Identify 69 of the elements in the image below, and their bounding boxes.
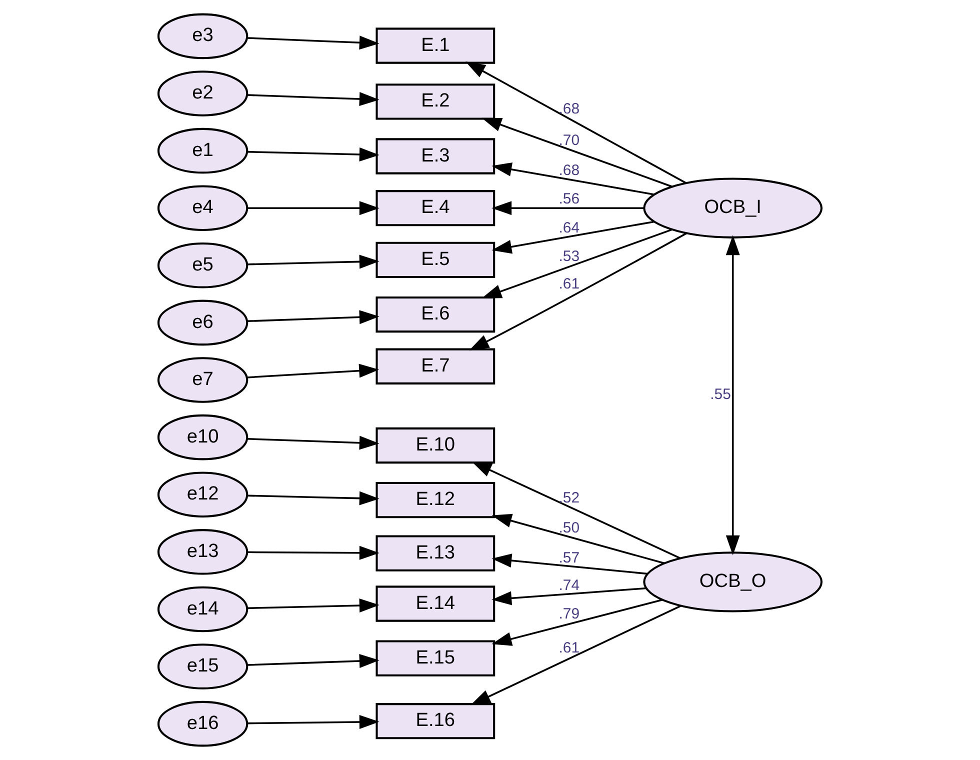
node-box: E.16 bbox=[376, 703, 496, 740]
node-ellipse: e2 bbox=[157, 70, 248, 116]
arrow bbox=[492, 201, 644, 216]
edge-label: .56 bbox=[558, 190, 580, 208]
edge-label: .50 bbox=[558, 520, 580, 537]
arrow bbox=[492, 554, 648, 575]
arrow bbox=[247, 436, 380, 450]
arrow bbox=[247, 147, 380, 162]
arrow bbox=[492, 514, 665, 564]
arrow bbox=[247, 310, 380, 324]
node-ellipse: e3 bbox=[157, 13, 248, 60]
node-box: E.10 bbox=[376, 427, 496, 464]
edge-label: .53 bbox=[558, 248, 580, 266]
arrow bbox=[492, 587, 646, 606]
node-ellipse: e6 bbox=[157, 300, 248, 346]
arrow bbox=[470, 605, 682, 706]
node-ellipse: e13 bbox=[157, 529, 248, 575]
node-ellipse: e16 bbox=[157, 700, 248, 747]
node-box: E.7 bbox=[376, 348, 496, 384]
node-box: E.3 bbox=[376, 138, 496, 174]
arrow bbox=[465, 62, 687, 184]
node-box: E.4 bbox=[376, 190, 496, 226]
node-box: E.13 bbox=[376, 535, 496, 572]
arrow bbox=[247, 546, 380, 560]
arrow bbox=[246, 364, 380, 378]
node-box: E.5 bbox=[376, 242, 496, 278]
arrow bbox=[492, 162, 654, 196]
node-box: E.1 bbox=[376, 28, 496, 64]
arrow bbox=[247, 92, 380, 106]
node-box: E.15 bbox=[376, 640, 496, 676]
edge-label: .52 bbox=[558, 490, 580, 507]
node-box: E.2 bbox=[376, 84, 496, 120]
edge-label: .64 bbox=[558, 219, 580, 236]
node-ellipse: OCB_O bbox=[643, 552, 823, 612]
arrow bbox=[469, 232, 688, 350]
edge-label: .70 bbox=[558, 132, 580, 150]
node-box: E.14 bbox=[376, 586, 496, 622]
node-box: E.12 bbox=[376, 482, 496, 518]
node-ellipse: e12 bbox=[157, 472, 248, 518]
edge-label: .68 bbox=[558, 100, 580, 118]
edge-label: .74 bbox=[558, 576, 580, 594]
arrow bbox=[247, 654, 380, 668]
arrow bbox=[247, 254, 380, 269]
node-ellipse: e1 bbox=[157, 128, 248, 174]
node-box: E.6 bbox=[376, 296, 496, 333]
edge-label: .57 bbox=[558, 550, 580, 567]
node-ellipse: e4 bbox=[157, 185, 248, 231]
edge-label: .79 bbox=[558, 606, 580, 622]
arrow bbox=[247, 491, 380, 506]
edge-label: .68 bbox=[558, 162, 580, 180]
node-ellipse: OCB_I bbox=[643, 178, 823, 238]
arrow bbox=[492, 599, 662, 646]
edge-label: .61 bbox=[558, 640, 580, 657]
arrow bbox=[726, 235, 740, 556]
node-ellipse: e14 bbox=[157, 586, 248, 632]
node-ellipse: e15 bbox=[157, 644, 248, 690]
edge-label: .55 bbox=[710, 386, 732, 403]
node-ellipse: e5 bbox=[157, 242, 248, 288]
arrow bbox=[482, 118, 672, 188]
arrow bbox=[482, 228, 672, 298]
arrow bbox=[247, 201, 380, 216]
arrow bbox=[247, 598, 380, 613]
edge-label: .61 bbox=[558, 275, 580, 292]
node-ellipse: e10 bbox=[157, 414, 248, 460]
arrow bbox=[247, 715, 380, 729]
arrow bbox=[247, 36, 380, 50]
arrow bbox=[472, 462, 681, 559]
node-ellipse: e7 bbox=[157, 357, 248, 403]
arrow bbox=[492, 220, 654, 254]
